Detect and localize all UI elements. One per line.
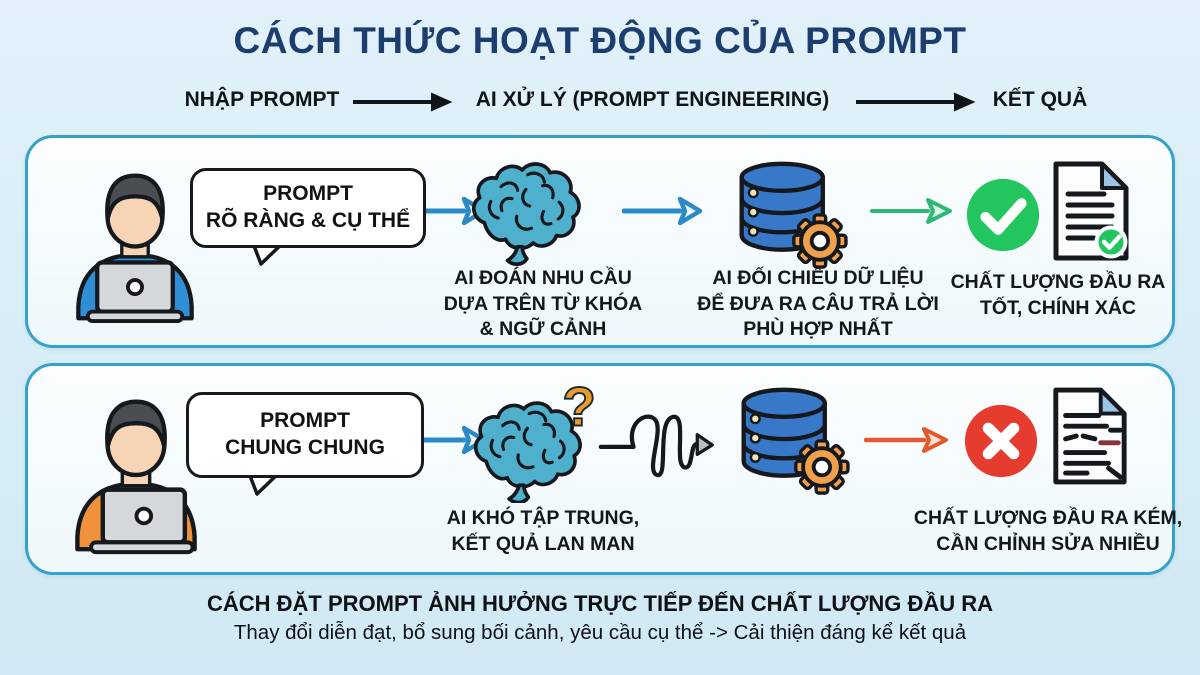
person-laptop-orange-icon <box>75 399 197 555</box>
flow-arrow-orange-icon <box>864 427 948 453</box>
speech-bubble-text: PROMPT RÕ RÀNG & CỤ THỂ <box>190 168 426 248</box>
page-title: CÁCH THỨC HOẠT ĐỘNG CỦA PROMPT <box>233 20 967 61</box>
flow-step-result-label: KẾT QUẢ <box>992 88 1088 111</box>
header-arrow-icon <box>856 92 976 112</box>
caption-database-clear: AI ĐỐI CHIẾU DỮ LIỆU ĐỂ ĐƯA RA CÂU TRẢ L… <box>697 267 939 341</box>
gear-icon <box>794 439 850 495</box>
cross-circle-icon <box>964 404 1038 478</box>
caption-result-clear: CHẤT LƯỢNG ĐẦU RA TỐT, CHÍNH XÁC <box>950 271 1166 319</box>
tangled-line-arrow-icon <box>598 414 714 478</box>
brain-question-icon: ? <box>473 382 597 503</box>
speech-bubble-vague: PROMPT CHUNG CHUNG <box>186 392 424 496</box>
brain-icon <box>471 162 581 266</box>
check-circle-icon <box>966 178 1040 252</box>
person-laptop-blue-icon <box>76 173 194 323</box>
question-mark: ? <box>562 382 595 437</box>
speech-bubble-text: PROMPT CHUNG CHUNG <box>186 392 424 478</box>
flow-step-process-label: AI XỬ LÝ (PROMPT ENGINEERING) <box>475 88 830 111</box>
document-messy-icon <box>1053 387 1127 485</box>
header-arrow-icon <box>353 92 453 112</box>
footer-headline: CÁCH ĐẶT PROMPT ẢNH HƯỞNG TRỰC TIẾP ĐẾN … <box>206 591 994 616</box>
footer-subline: Thay đổi diễn đạt, bổ sung bối cảnh, yêu… <box>233 621 967 644</box>
panel-vague-prompt: PROMPT CHUNG CHUNG ? AI KHÓ TẬP TRUNG, K… <box>25 363 1182 575</box>
database-gear-icon <box>741 387 850 495</box>
caption-result-vague: CHẤT LƯỢNG ĐẦU RA KÉM, CẦN CHỈNH SỬA NHI… <box>913 507 1183 555</box>
caption-brain-vague: AI KHÓ TẬP TRUNG, KẾT QUẢ LAN MAN <box>446 507 640 555</box>
panel-clear-prompt: PROMPT RÕ RÀNG & CỤ THỂ AI ĐOÁN NHU CẦU … <box>25 135 1175 348</box>
speech-bubble-clear: PROMPT RÕ RÀNG & CỤ THỂ <box>190 168 426 266</box>
flow-arrow-green-icon <box>870 198 952 224</box>
document-check-icon <box>1053 161 1129 261</box>
flow-step-input-label: NHẬP PROMPT <box>184 88 340 111</box>
database-gear-icon <box>739 161 848 269</box>
caption-brain-clear: AI ĐOÁN NHU CẦU DỰA TRÊN TỪ KHÓA & NGỮ C… <box>443 267 643 341</box>
gear-icon <box>792 213 848 269</box>
flow-arrow-blue-icon <box>622 196 703 226</box>
